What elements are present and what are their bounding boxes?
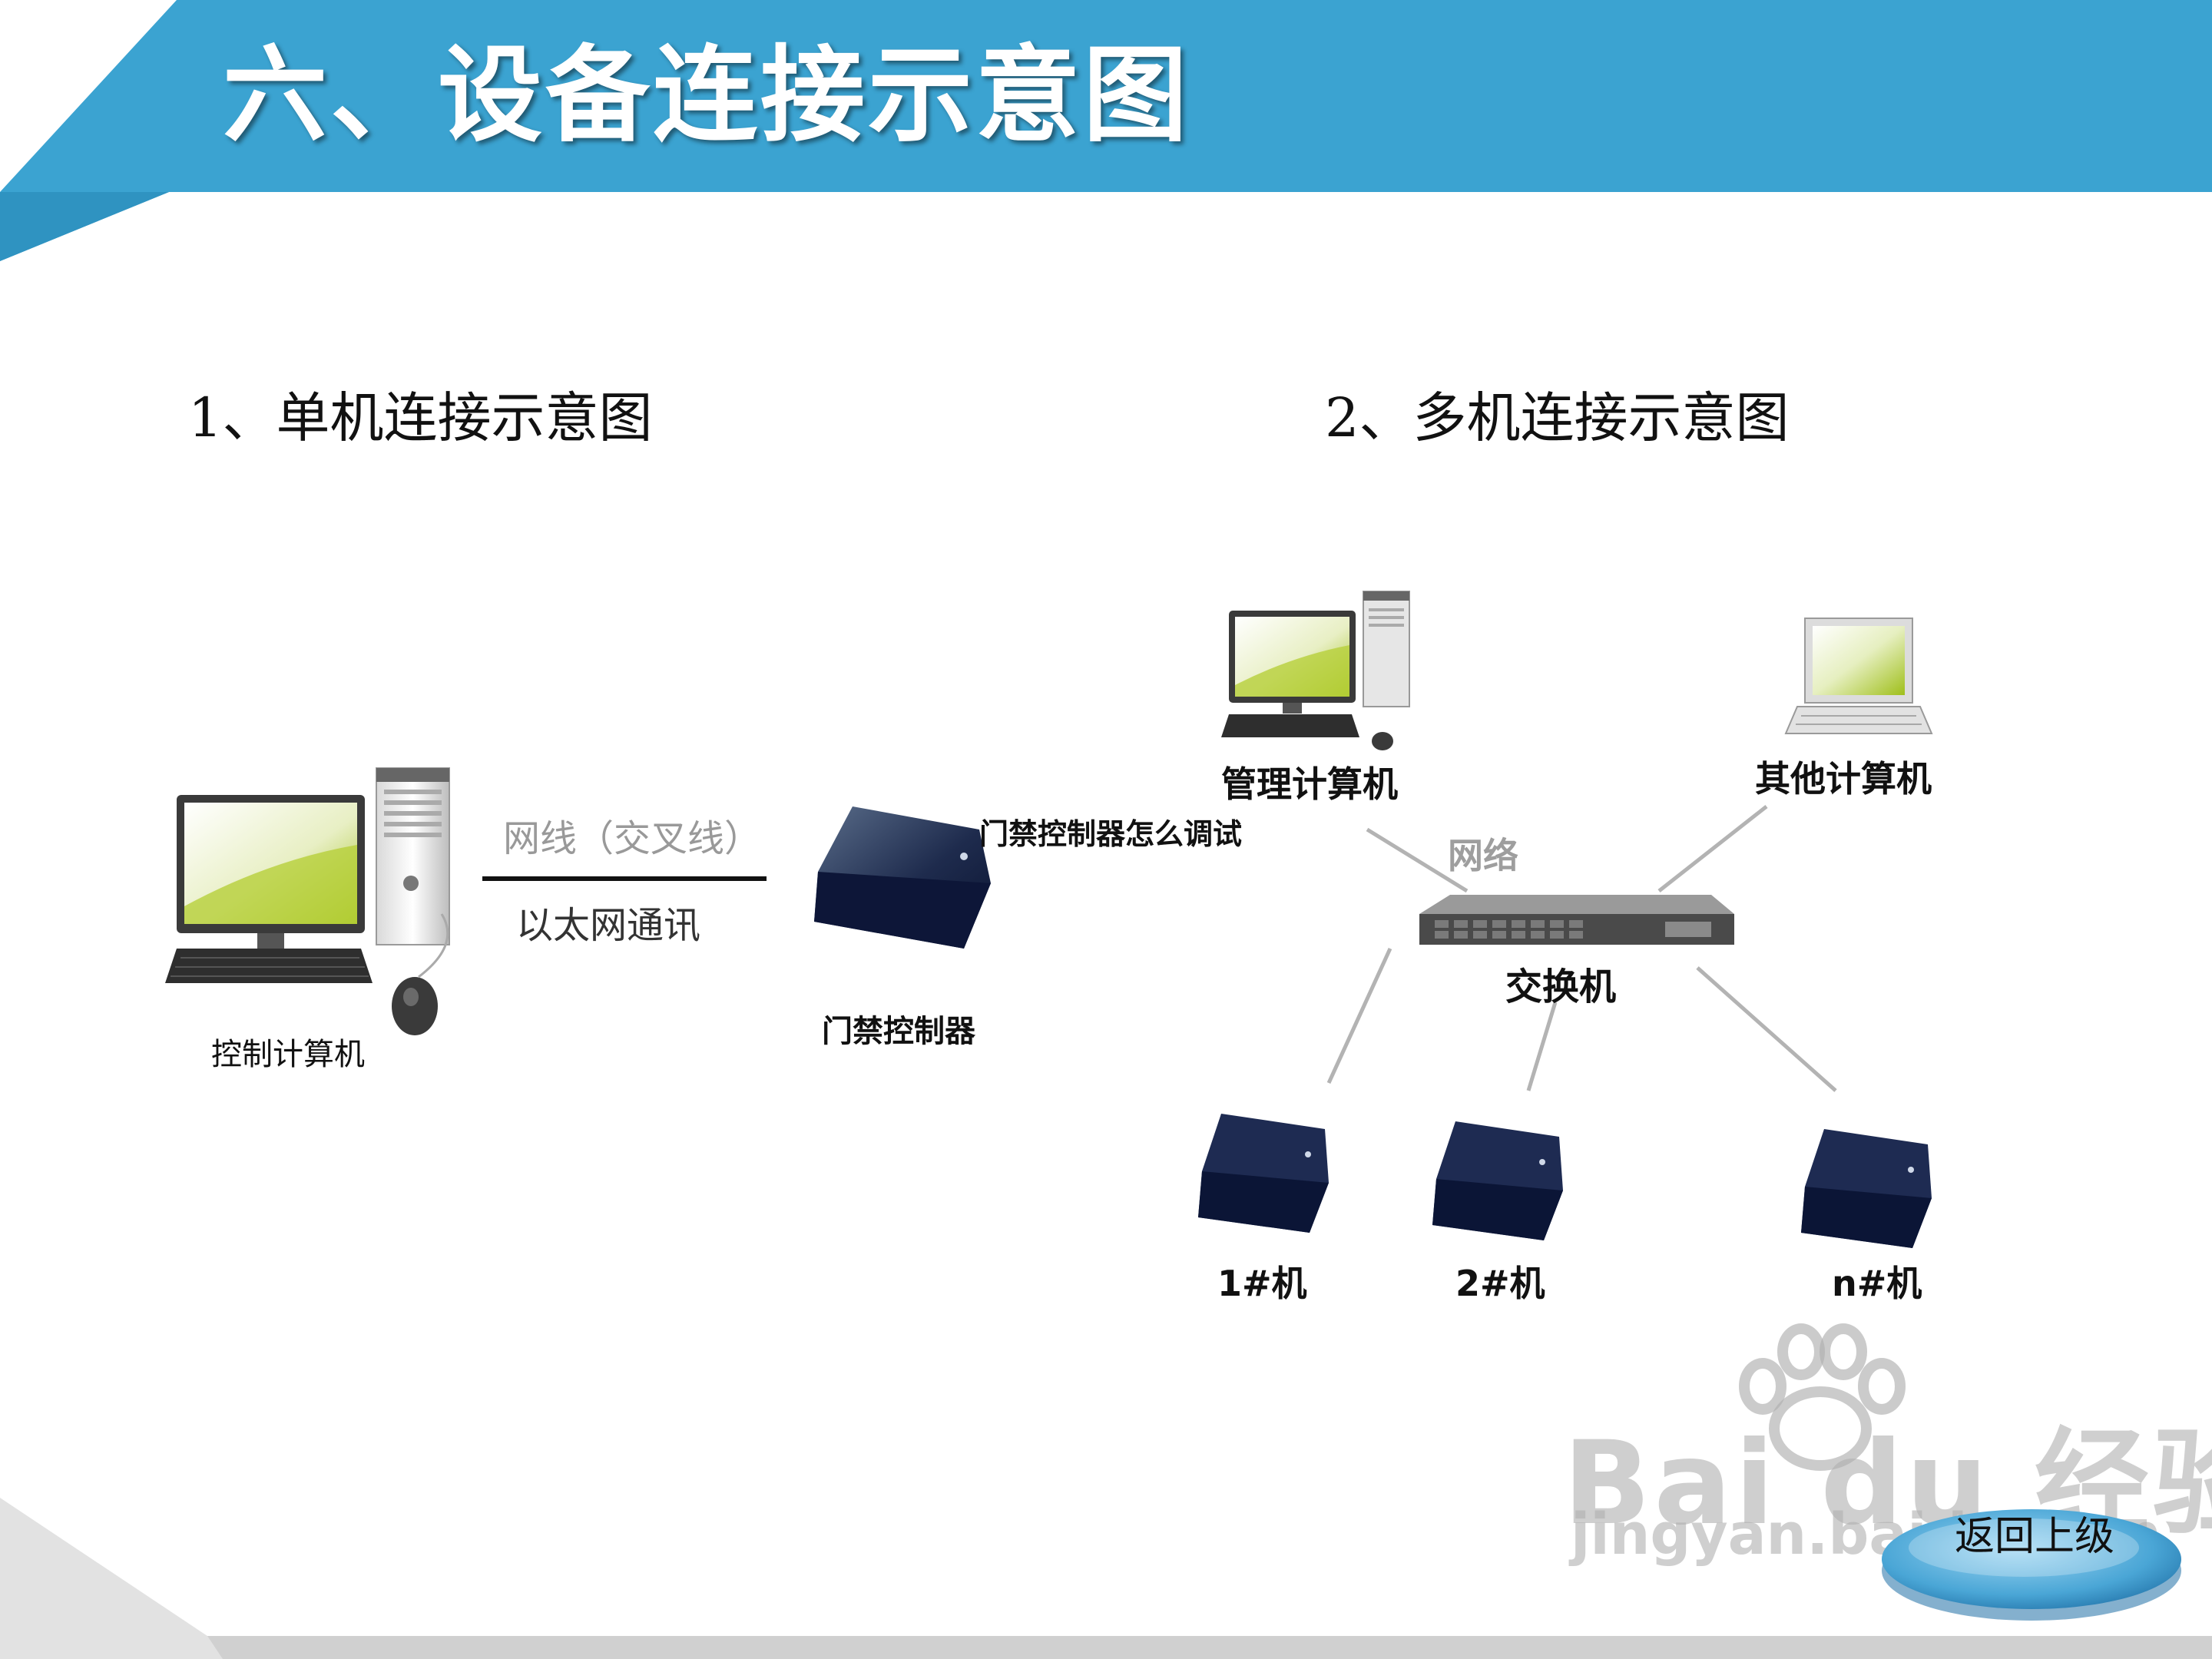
management-computer-icon — [1221, 591, 1410, 750]
other-computer-label: 其他计算机 — [1755, 758, 1932, 800]
page-title: 六、设备连接示意图 — [223, 34, 1190, 157]
back-button-label: 返回上级 — [1955, 1514, 2115, 1560]
link-label-bottom: 以太网通讯 — [516, 904, 701, 947]
management-computer-label: 管理计算机 — [1221, 763, 1398, 805]
controller-unit-2-icon — [1432, 1121, 1563, 1240]
other-computer-icon — [1784, 618, 1933, 734]
overlay-caption: 门禁控制器怎么调试 — [979, 817, 1243, 851]
paw-watermark-icon — [1739, 1323, 1906, 1471]
back-button[interactable]: 返回上级 — [1870, 1482, 2193, 1628]
controller-label: 门禁控制器 — [822, 1014, 975, 1049]
unit-n-label: n#机 — [1832, 1263, 1922, 1304]
network-links — [1326, 805, 1837, 1092]
multi-heading: 2、多机连接示意图 — [1325, 386, 1790, 449]
link-label-top: 网线（交叉线） — [503, 817, 762, 860]
control-computer-label: 控制计算机 — [211, 1037, 365, 1072]
ethernet-link-line — [482, 876, 767, 881]
controller-unit-n-icon — [1801, 1129, 1932, 1248]
single-heading: 1、单机连接示意图 — [188, 386, 653, 449]
controller-unit-1-icon — [1198, 1114, 1329, 1233]
control-computer-icon — [165, 767, 450, 1035]
access-controller-icon — [814, 806, 991, 949]
header-band — [0, 0, 2212, 261]
network-switch-icon — [1419, 895, 1734, 945]
switch-label: 交换机 — [1505, 965, 1617, 1008]
unit-2-label: 2#机 — [1455, 1263, 1545, 1304]
back-button-shape — [1882, 1509, 2181, 1621]
unit-1-label: 1#机 — [1217, 1263, 1307, 1304]
network-label: 网络 — [1448, 835, 1518, 876]
footer-decoration — [0, 1498, 2212, 1659]
